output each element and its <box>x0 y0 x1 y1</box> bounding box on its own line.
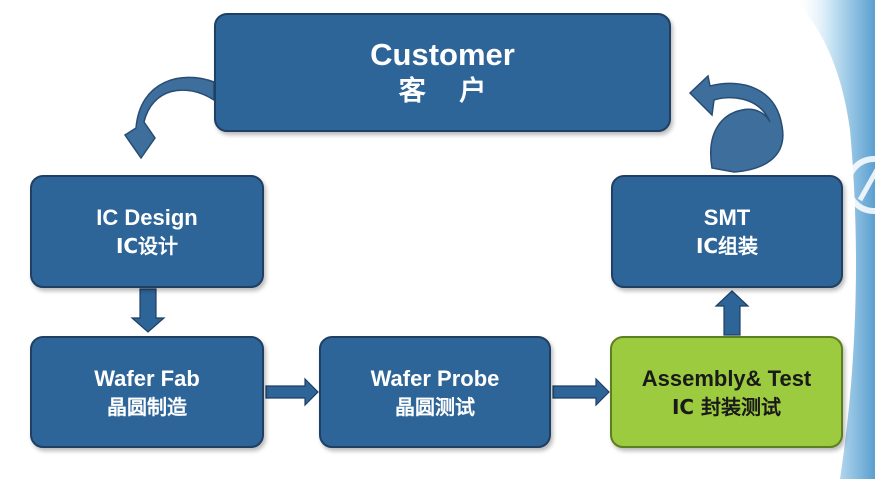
arrow-assembly-to-smt <box>714 290 750 336</box>
background-logo-mark <box>857 168 875 202</box>
ic-design-label-en: IC Design <box>96 205 198 230</box>
assembly-test-label-en: Assembly& Test <box>641 365 812 391</box>
arrow-fab-to-probe <box>265 377 319 407</box>
wafer-fab-box: Wafer Fab 晶圆制造 <box>30 336 264 448</box>
smt-label-en: SMT <box>703 205 751 230</box>
wafer-probe-label-zh: 晶圆测试 <box>395 394 475 419</box>
wafer-fab-label-en: Wafer Fab <box>94 365 200 391</box>
wafer-probe-box: Wafer Probe 晶圆测试 <box>319 336 551 448</box>
arrow-design-to-fab <box>130 288 166 333</box>
customer-label-zh: 客 户 <box>398 75 499 107</box>
customer-label-en: Customer <box>370 36 515 72</box>
ic-design-box: IC Design IC设计 <box>30 175 264 288</box>
customer-box: Customer 客 户 <box>214 13 671 132</box>
arrow-probe-to-assembly <box>552 377 610 407</box>
background-logo-ring <box>845 156 875 214</box>
wafer-probe-label-en: Wafer Probe <box>370 365 500 391</box>
smt-label-zh: IC组装 <box>695 234 759 258</box>
ic-design-label-zh: IC设计 <box>115 234 179 258</box>
wafer-fab-label-zh: 晶圆制造 <box>107 394 187 419</box>
curved-arrow-to-ic-design <box>123 76 215 160</box>
assembly-test-box: Assembly& Test IC 封装测试 <box>610 336 843 448</box>
assembly-test-label-zh: IC 封装测试 <box>671 394 782 419</box>
curved-arrow-to-customer <box>688 74 784 173</box>
smt-box: SMT IC组装 <box>611 175 843 288</box>
background-swoosh <box>795 0 875 479</box>
